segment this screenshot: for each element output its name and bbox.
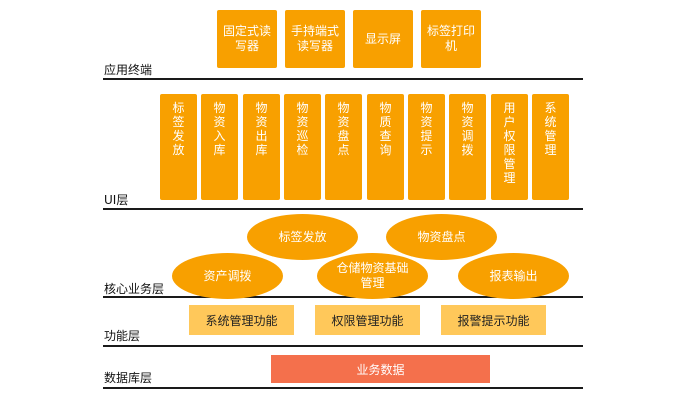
terminal-label: 手持端式读写器 — [290, 24, 339, 53]
terminal-label: 标签打印机 — [426, 24, 475, 53]
ui-module-box: 物资盘点 — [325, 94, 362, 200]
terminal-box: 显示屏 — [353, 10, 413, 68]
function-label: 系统管理功能 — [205, 313, 278, 328]
function-label: 权限管理功能 — [331, 313, 404, 328]
divider-ui — [103, 208, 583, 210]
ui-module-label: 物资盘点 — [337, 101, 350, 157]
layer-label-database: 数据库层 — [104, 371, 153, 385]
terminal-label: 固定式读写器 — [222, 24, 271, 53]
ui-module-label: 物资提示 — [420, 101, 433, 157]
divider-core — [103, 296, 583, 298]
core-service-ellipse: 报表输出 — [458, 253, 569, 299]
core-service-ellipse: 仓储物资基础管理 — [317, 253, 428, 299]
ui-module-label: 物资出库 — [255, 101, 268, 157]
ui-module-box: 物资提示 — [408, 94, 445, 200]
ui-module-label: 物质查询 — [379, 101, 392, 157]
ui-module-box: 物质查询 — [367, 94, 404, 200]
divider-function — [103, 345, 583, 347]
core-service-label: 报表输出 — [489, 268, 538, 283]
divider-terminal — [103, 78, 583, 80]
terminal-box: 手持端式读写器 — [285, 10, 345, 68]
layer-label-terminal: 应用终端 — [104, 63, 153, 77]
ui-module-label: 系统管理 — [544, 101, 557, 157]
function-box: 权限管理功能 — [315, 305, 420, 335]
divider-database — [103, 387, 583, 389]
layer-label-ui: UI层 — [104, 193, 129, 207]
ui-module-box: 物资巡检 — [284, 94, 321, 200]
ui-module-label: 物资调拨 — [461, 101, 474, 157]
business-data-label: 业务数据 — [356, 362, 405, 377]
ui-module-box: 物资入库 — [201, 94, 238, 200]
ui-module-box: 用户权限管理 — [491, 94, 528, 200]
terminal-box: 固定式读写器 — [217, 10, 277, 68]
layer-label-function: 功能层 — [104, 329, 141, 343]
ui-module-box: 系统管理 — [532, 94, 569, 200]
core-service-label: 物资盘点 — [417, 229, 466, 244]
ui-module-label: 物资巡检 — [296, 101, 309, 157]
terminal-box: 标签打印机 — [421, 10, 481, 68]
core-service-label: 标签发放 — [278, 229, 327, 244]
ui-module-box: 标签发放 — [160, 94, 197, 200]
ui-module-label: 用户权限管理 — [503, 101, 516, 185]
layer-label-core: 核心业务层 — [104, 282, 165, 296]
core-service-label: 仓储物资基础管理 — [336, 261, 409, 290]
business-data-box: 业务数据 — [271, 355, 490, 383]
ui-module-box: 物资出库 — [243, 94, 280, 200]
ui-module-label: 物资入库 — [213, 101, 226, 157]
function-box: 系统管理功能 — [189, 305, 294, 335]
terminal-label: 显示屏 — [364, 31, 401, 46]
core-service-ellipse: 物资盘点 — [386, 214, 497, 260]
core-service-label: 资产调拨 — [203, 268, 252, 283]
ui-module-box: 物资调拨 — [449, 94, 486, 200]
function-box: 报警提示功能 — [441, 305, 546, 335]
function-label: 报警提示功能 — [457, 313, 530, 328]
ui-module-label: 标签发放 — [172, 101, 185, 157]
core-service-ellipse: 资产调拨 — [172, 253, 283, 299]
core-service-ellipse: 标签发放 — [247, 214, 358, 260]
